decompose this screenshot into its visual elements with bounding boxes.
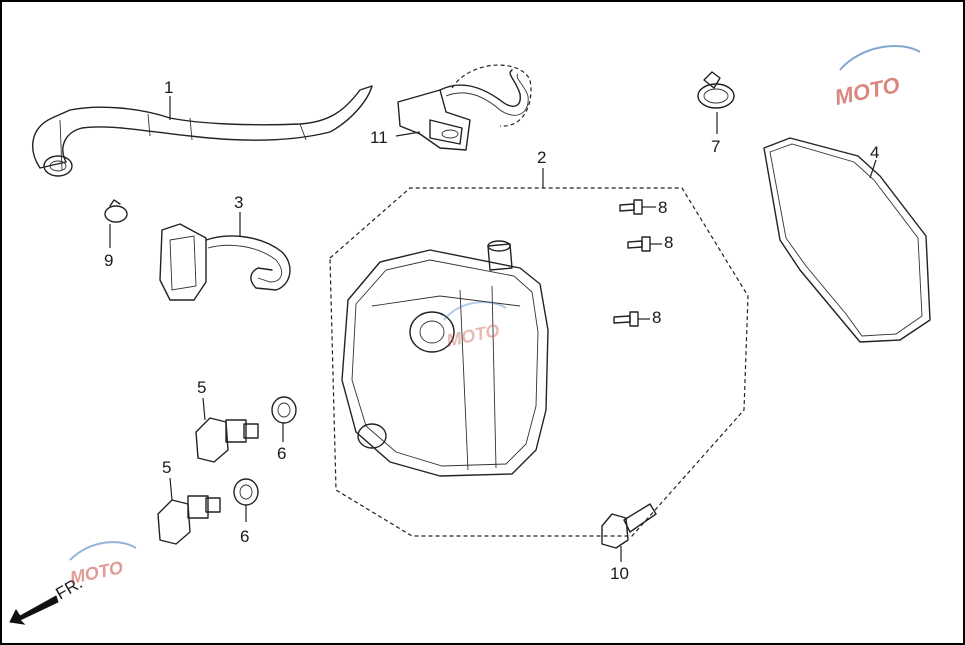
callout-4: 4 (870, 143, 879, 162)
part-3-hose-fitting (159, 223, 291, 301)
callout-6-upper: 6 (277, 444, 286, 463)
part-10-bolt (601, 503, 657, 549)
watermark-logo-bottom-left: MOTO (68, 541, 137, 588)
callout-10: 10 (610, 564, 629, 583)
part-1-breather-hose (32, 85, 373, 177)
callout-11: 11 (370, 128, 388, 147)
callout-7: 7 (711, 137, 720, 156)
part-5-bolt-lower (157, 495, 221, 545)
watermark-logo-top-right: MOTO (832, 45, 921, 110)
part-11-hose-bracket (397, 64, 532, 151)
svg-text:MOTO: MOTO (832, 72, 901, 110)
callout-8-c: 8 (652, 308, 661, 327)
part-8-screw-a (619, 199, 643, 215)
part-7-hose-clamp (697, 71, 735, 109)
callout-9: 9 (104, 251, 113, 270)
callout-2: 2 (537, 148, 546, 167)
callout-8-a: 8 (658, 198, 667, 217)
part-6-washer-lower (233, 478, 259, 506)
part-2-group-outline (329, 187, 749, 537)
callout-6-lower: 6 (240, 527, 249, 546)
callout-8-b: 8 (664, 233, 673, 252)
part-8-screw-c (613, 311, 639, 327)
callout-5-upper: 5 (197, 378, 206, 397)
part-6-washer-upper (271, 396, 297, 424)
part-9-small-clamp (104, 199, 128, 223)
callout-5-lower: 5 (162, 458, 171, 477)
arrow-left-icon (9, 595, 59, 625)
part-8-screw-b (627, 236, 651, 252)
part-4-cover-gasket (763, 137, 931, 343)
callout-3: 3 (234, 193, 243, 212)
part-5-bolt-upper (195, 417, 259, 463)
part-2-cylinder-head-cover (341, 240, 549, 477)
svg-text:MOTO: MOTO (68, 557, 125, 588)
callout-1: 1 (164, 78, 173, 97)
